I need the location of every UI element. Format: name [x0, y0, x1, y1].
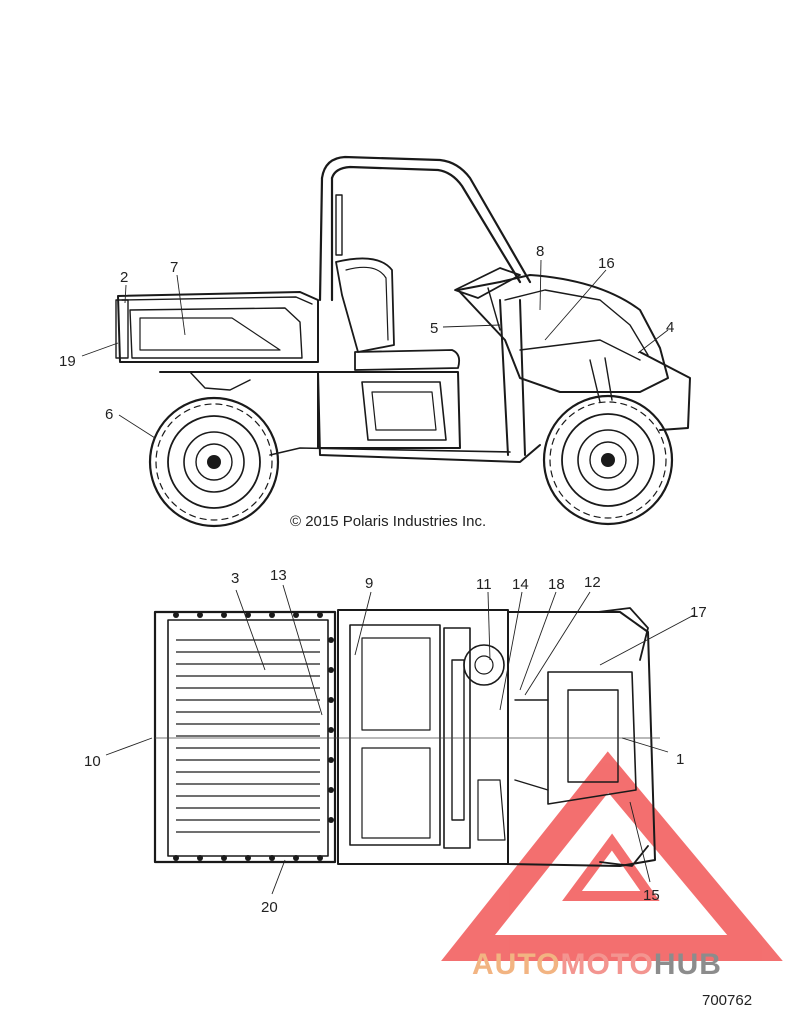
leader-lines — [81, 259, 695, 895]
callout-9: 9 — [365, 575, 373, 592]
top-view-vehicle — [153, 607, 660, 867]
watermark-logo-hub: HUB — [653, 948, 722, 981]
callout-13: 13 — [270, 567, 287, 584]
callout-1: 1 — [676, 751, 684, 768]
callout-7: 7 — [170, 259, 178, 276]
callout-18: 18 — [548, 576, 565, 593]
callout-10: 10 — [84, 753, 101, 770]
cargo-bed-tiedowns — [173, 612, 334, 861]
callout-19: 19 — [59, 353, 76, 370]
callout-20: 20 — [261, 899, 278, 916]
callout-12: 12 — [584, 574, 601, 591]
callout-14: 14 — [512, 576, 529, 593]
callout-11: 11 — [476, 576, 492, 593]
cargo-bed-slats — [176, 639, 320, 833]
callout-15: 15 — [643, 887, 660, 904]
callout-2: 2 — [120, 269, 128, 286]
watermark-logo-moto: MOTO — [560, 948, 654, 981]
watermark-logo: AUTOMOTOHUB — [472, 948, 722, 982]
callout-4: 4 — [666, 319, 674, 336]
callout-3: 3 — [231, 570, 239, 587]
watermark-triangle-icon — [441, 751, 783, 961]
side-view-vehicle — [115, 155, 691, 528]
document-number: 700762 — [702, 992, 753, 1009]
callout-17: 17 — [690, 604, 707, 621]
callout-6: 6 — [105, 406, 113, 423]
callout-8: 8 — [536, 243, 544, 260]
copyright-notice: © 2015 Polaris Industries Inc. — [290, 513, 487, 530]
rear-wheel — [148, 396, 280, 528]
watermark-logo-auto: AUTO — [472, 948, 561, 981]
callout-5: 5 — [430, 320, 438, 337]
front-wheel — [542, 394, 674, 526]
callout-16: 16 — [598, 255, 615, 272]
